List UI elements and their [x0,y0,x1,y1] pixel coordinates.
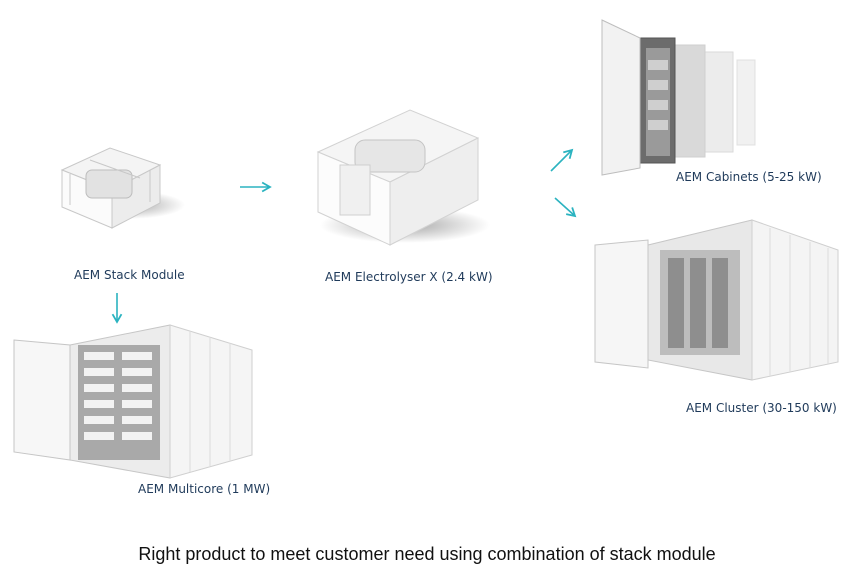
multicore-container-image [13,324,253,479]
stack-module-image [60,147,185,229]
label-electrolyser-x: AEM Electrolyser X (2.4 kW) [325,270,493,284]
label-multicore: AEM Multicore (1 MW) [138,482,271,496]
label-stack-module: AEM Stack Module [74,268,185,282]
label-cabinets: AEM Cabinets (5-25 kW) [676,170,822,184]
label-cluster: AEM Cluster (30-150 kW) [686,401,837,415]
cluster-container-image [594,219,839,381]
arrow-electrolyser-to-cluster [554,197,577,218]
caption: Right product to meet customer need usin… [138,544,716,564]
cabinets-image [601,19,756,176]
arrow-electrolyser-to-cabinets [550,148,574,172]
electrolyser-image [316,109,490,246]
